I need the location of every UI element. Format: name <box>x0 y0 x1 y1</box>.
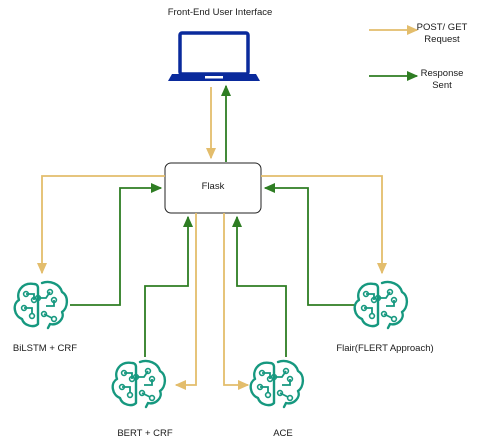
frontend-label: Front-End User Interface <box>167 7 273 18</box>
request-arrow-flask-to-bert <box>174 213 197 391</box>
response-arrow-bilstm-to-flask <box>70 182 163 306</box>
legend-response-label: Response Sent <box>412 68 472 92</box>
request-arrow-flask-to-flair <box>261 175 388 275</box>
flask-label: Flask <box>201 181 225 192</box>
bilstm-crf-brain-icon <box>13 280 69 330</box>
response-arrow-bert-to-flask <box>144 215 194 357</box>
legend-request-label: POST/ GET Request <box>412 22 472 46</box>
bert-crf-label: BERT + CRF <box>117 428 173 439</box>
response-arrow-flair-to-flask <box>263 182 355 306</box>
bert-crf-brain-icon <box>111 359 167 409</box>
flair-label: Flair(FLERT Approach) <box>336 343 434 354</box>
request-arrow-flask-to-ace <box>223 213 250 391</box>
ace-label: ACE <box>273 428 293 439</box>
legend-response-line2: Sent <box>432 80 452 91</box>
flair-brain-icon <box>353 280 409 330</box>
legend-request-line2: Request <box>424 34 460 45</box>
legend-request-line1: POST/ GET <box>416 22 468 33</box>
request-arrow-flask-to-bilstm <box>36 175 165 275</box>
bilstm-crf-label: BiLSTM + CRF <box>12 343 78 354</box>
ace-brain-icon <box>249 359 305 409</box>
flask-server-box <box>164 162 262 214</box>
legend-response-line1: Response <box>420 68 464 79</box>
laptop-icon <box>168 31 260 81</box>
response-arrow-ace-to-flask <box>231 215 287 357</box>
